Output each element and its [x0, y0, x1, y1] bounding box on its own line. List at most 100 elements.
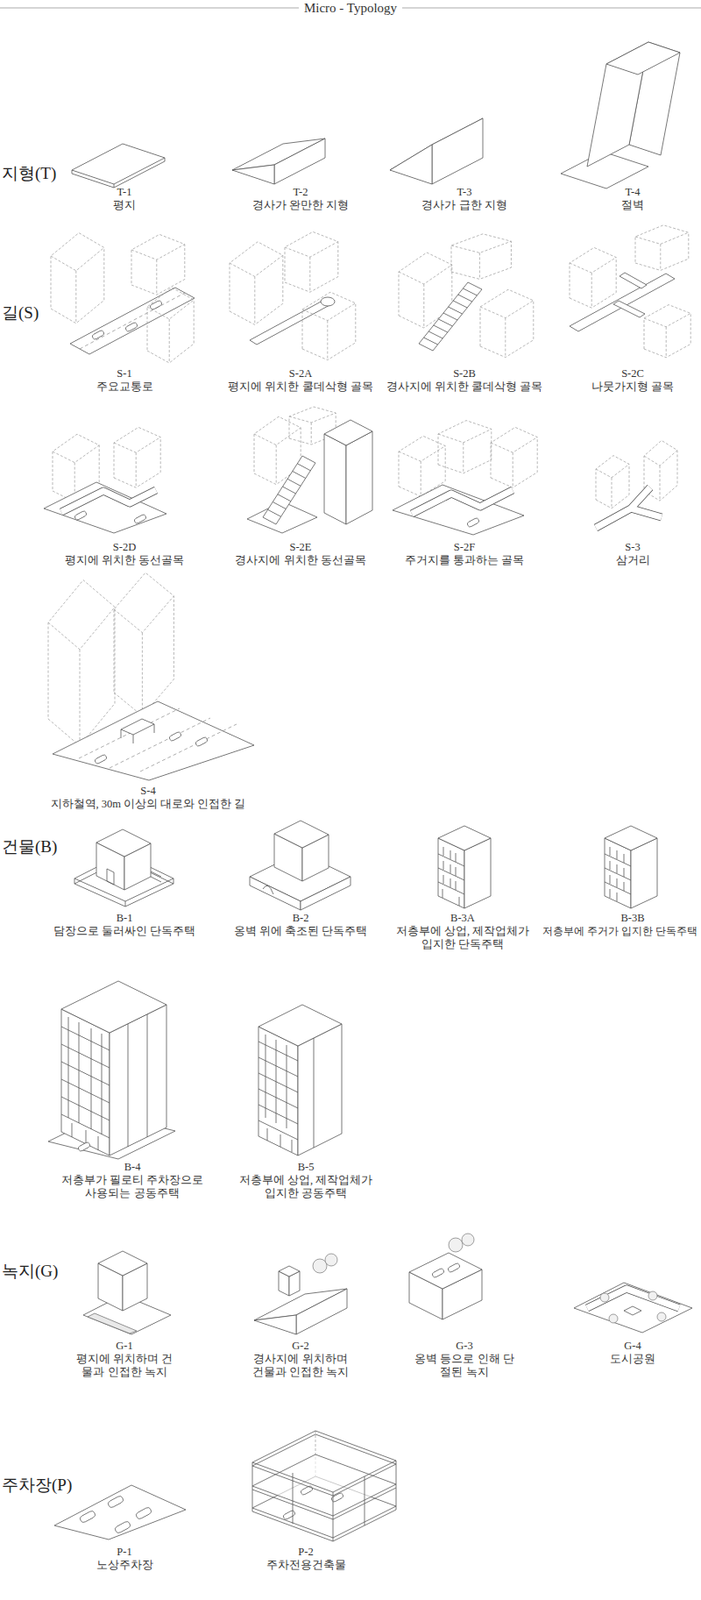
type-code: S-1: [116, 367, 132, 381]
street-subway-boulevard-part: [113, 572, 174, 716]
street-three-way-part: [595, 455, 630, 509]
building-house-on-retaining-wall: [249, 820, 351, 910]
terrain-gentle-slope-part: [232, 164, 275, 185]
street-main-road-part: [91, 329, 105, 340]
apartment-piloti-part: [127, 1013, 148, 1147]
type-caption: 평지: [113, 198, 136, 213]
street-cul-de-sac-flat-part: [284, 231, 339, 292]
parking-structure: [252, 1430, 397, 1541]
building-walled-house: [74, 828, 174, 907]
type-code: B-4: [124, 1160, 142, 1174]
green-slope-adjacent: [254, 1253, 347, 1334]
street-cul-de-sac-slope-part: [418, 282, 482, 351]
street-passage-flat-part: [43, 481, 167, 533]
street-subway-boulevard-part: [78, 708, 180, 758]
terrain-gentle-slope: [232, 138, 326, 185]
type-caption: 평지에 위치한 동선골목: [64, 553, 185, 567]
type-code: S-2D: [113, 540, 136, 554]
type-caption: 경사지에 위치한 쿨데삭형 골목: [386, 380, 543, 394]
type-caption: 경사지에 위치한 동선골목: [234, 553, 366, 567]
green-city-park-part: [623, 1305, 642, 1315]
street-main-road-part: [148, 299, 163, 311]
street-branching-alley-part: [613, 300, 645, 318]
street-cul-de-sac-slope: [398, 233, 534, 358]
apartment-shop-part: [267, 1127, 292, 1152]
street-subway-boulevard-part: [93, 753, 107, 765]
green-cut-off: [409, 1232, 482, 1319]
type-caption: 저층부가 필로티 주차장으로 사용되는 공동주택: [56, 1173, 210, 1200]
parking-street: [54, 1484, 186, 1539]
section-heading: 주차장(P): [1, 1473, 72, 1495]
type-code: G-1: [115, 1338, 133, 1353]
apartment-shop-part: [297, 1023, 342, 1155]
building-house-on-retaining-wall-part: [249, 876, 301, 910]
type-code: S-3: [624, 540, 640, 554]
street-branching-alley-part: [569, 247, 617, 308]
type-code: B-1: [116, 911, 134, 925]
building-house-shop-part: [438, 853, 465, 894]
street-cul-de-sac-flat-part: [229, 241, 284, 326]
street-subway-boulevard-part: [109, 717, 211, 768]
type-caption: 절벽: [621, 198, 645, 213]
green-city-park-part: [657, 1311, 666, 1321]
green-cut-off-part: [461, 1232, 475, 1246]
terrain-gentle-slope-part: [274, 138, 326, 185]
apartment-piloti-part: [61, 980, 167, 1033]
street-main-road-part: [50, 233, 105, 324]
building-house-on-retaining-wall-part: [262, 885, 274, 894]
parking-street-part: [106, 1494, 125, 1508]
parking-street-part: [78, 1508, 97, 1523]
green-city-park-part: [648, 1290, 658, 1300]
section-heading: 지형(T): [1, 162, 57, 185]
street-main-road-part: [70, 287, 195, 355]
type-code: G-4: [623, 1338, 641, 1353]
building-house-shop-part: [443, 846, 456, 890]
street-main-road-part: [131, 233, 185, 295]
parking-structure-part: [252, 1430, 397, 1492]
parking-structure-part: [299, 1484, 313, 1495]
parking-structure-part: [282, 1508, 296, 1520]
type-code: S-2A: [289, 367, 312, 381]
street-main-road-part: [124, 321, 138, 333]
street-subway-boulevard-part: [120, 718, 155, 735]
street-through-housing-part: [490, 426, 538, 488]
street-subway-boulevard-part: [48, 580, 115, 746]
apartment-shop-part: [258, 1004, 342, 1046]
green-city-park-part: [587, 1288, 680, 1308]
type-code: S-2E: [290, 540, 312, 554]
parking-structure-part: [252, 1453, 397, 1516]
street-cul-de-sac-slope-part: [451, 233, 511, 280]
street-three-way-part: [595, 487, 662, 528]
type-code: P-1: [116, 1544, 132, 1558]
parking-structure-part: [252, 1508, 397, 1541]
apartment-piloti: [48, 980, 176, 1159]
street-subway-boulevard-part: [140, 723, 237, 772]
type-code: S-2B: [453, 367, 476, 381]
street-passage-slope-part: [324, 433, 347, 524]
parking-structure-part: [252, 1459, 397, 1541]
street-branching-alley-part: [619, 272, 647, 289]
building-walled-house-part: [150, 870, 162, 882]
green-cut-off-part: [446, 1261, 461, 1273]
green-cut-off-part: [448, 1237, 463, 1252]
type-code: S-2F: [453, 540, 475, 554]
apartment-shop-part: [258, 1026, 298, 1155]
type-caption: 평지에 위치한 쿨데삭형 골목: [227, 380, 373, 394]
street-branching-alley: [569, 225, 691, 358]
green-city-park-part: [587, 1288, 680, 1308]
building-house-residential-base: [604, 825, 658, 908]
type-caption: 담장으로 둘러싸인 단독주택: [53, 924, 196, 938]
type-caption: 경사가 완만한 지형: [252, 198, 349, 213]
terrain-cliff-part: [606, 42, 680, 75]
section-heading: 녹지(G): [1, 1260, 58, 1282]
green-flat-adjacent: [83, 1250, 171, 1334]
type-caption: 도시공원: [609, 1352, 656, 1366]
type-caption: 나뭇가지형 골목: [591, 380, 674, 394]
street-through-housing-part: [466, 516, 480, 528]
street-subway-boulevard-part: [52, 701, 255, 780]
street-main-road-part: [147, 287, 194, 363]
street-passage-slope-part: [262, 455, 316, 524]
type-caption: 노상주차장: [96, 1557, 154, 1572]
street-cul-de-sac-flat-part: [249, 299, 332, 345]
